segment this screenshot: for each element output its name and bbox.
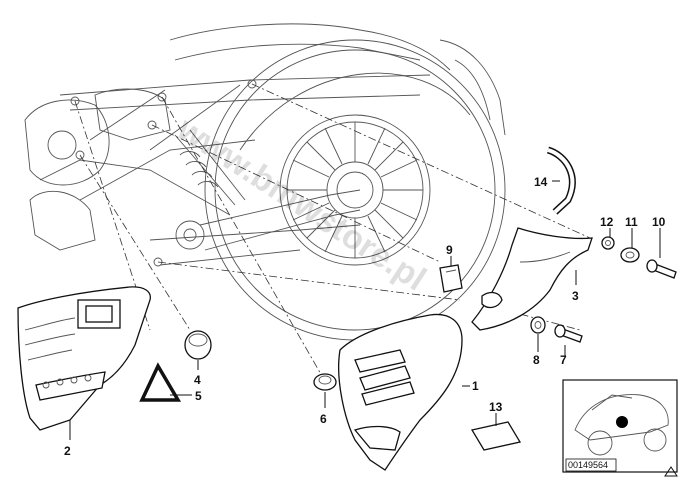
part-11-washer-sleeve <box>620 247 640 263</box>
callout-5: 5 <box>195 389 202 403</box>
triangle-icon <box>664 466 678 477</box>
callout-12: 12 <box>600 215 614 229</box>
callout-1: 1 <box>472 379 479 393</box>
part-7-screw <box>554 324 583 343</box>
callout-9: 9 <box>446 243 453 257</box>
callout-3: 3 <box>572 289 579 303</box>
callout-2: 2 <box>64 444 71 458</box>
part-2-left-cover <box>17 286 151 431</box>
part-5-triangle-ring <box>139 362 182 402</box>
callout-8: 8 <box>533 353 540 367</box>
image-id-label: 00149564 <box>568 460 608 470</box>
part-4-grommet <box>184 330 212 360</box>
leader-lines <box>69 180 661 440</box>
rear-wheel <box>204 39 506 341</box>
thumbnail-locator: 00149564 <box>562 379 678 473</box>
part-8-washer <box>530 316 546 334</box>
part-10-bolt <box>646 259 677 279</box>
callout-7: 7 <box>560 353 567 367</box>
location-dot-icon <box>616 416 628 428</box>
part-3-rear-cover <box>471 227 593 331</box>
part-6-grommet <box>313 373 337 391</box>
callout-10: 10 <box>652 215 666 229</box>
part-1-main-cover <box>338 313 463 471</box>
callout-4: 4 <box>194 373 201 387</box>
part-14-hose <box>546 146 576 215</box>
background-motorcycle-frame <box>24 23 506 341</box>
callout-6: 6 <box>320 412 327 426</box>
callouts: 1 2 3 4 5 6 7 8 9 10 11 12 13 14 <box>64 175 666 458</box>
part-12-nut <box>601 236 615 250</box>
callout-11: 11 <box>625 215 638 229</box>
part-13-pad <box>470 421 522 451</box>
part-9-clip <box>439 264 463 293</box>
callout-14: 14 <box>534 175 548 189</box>
callout-13: 13 <box>489 400 503 414</box>
